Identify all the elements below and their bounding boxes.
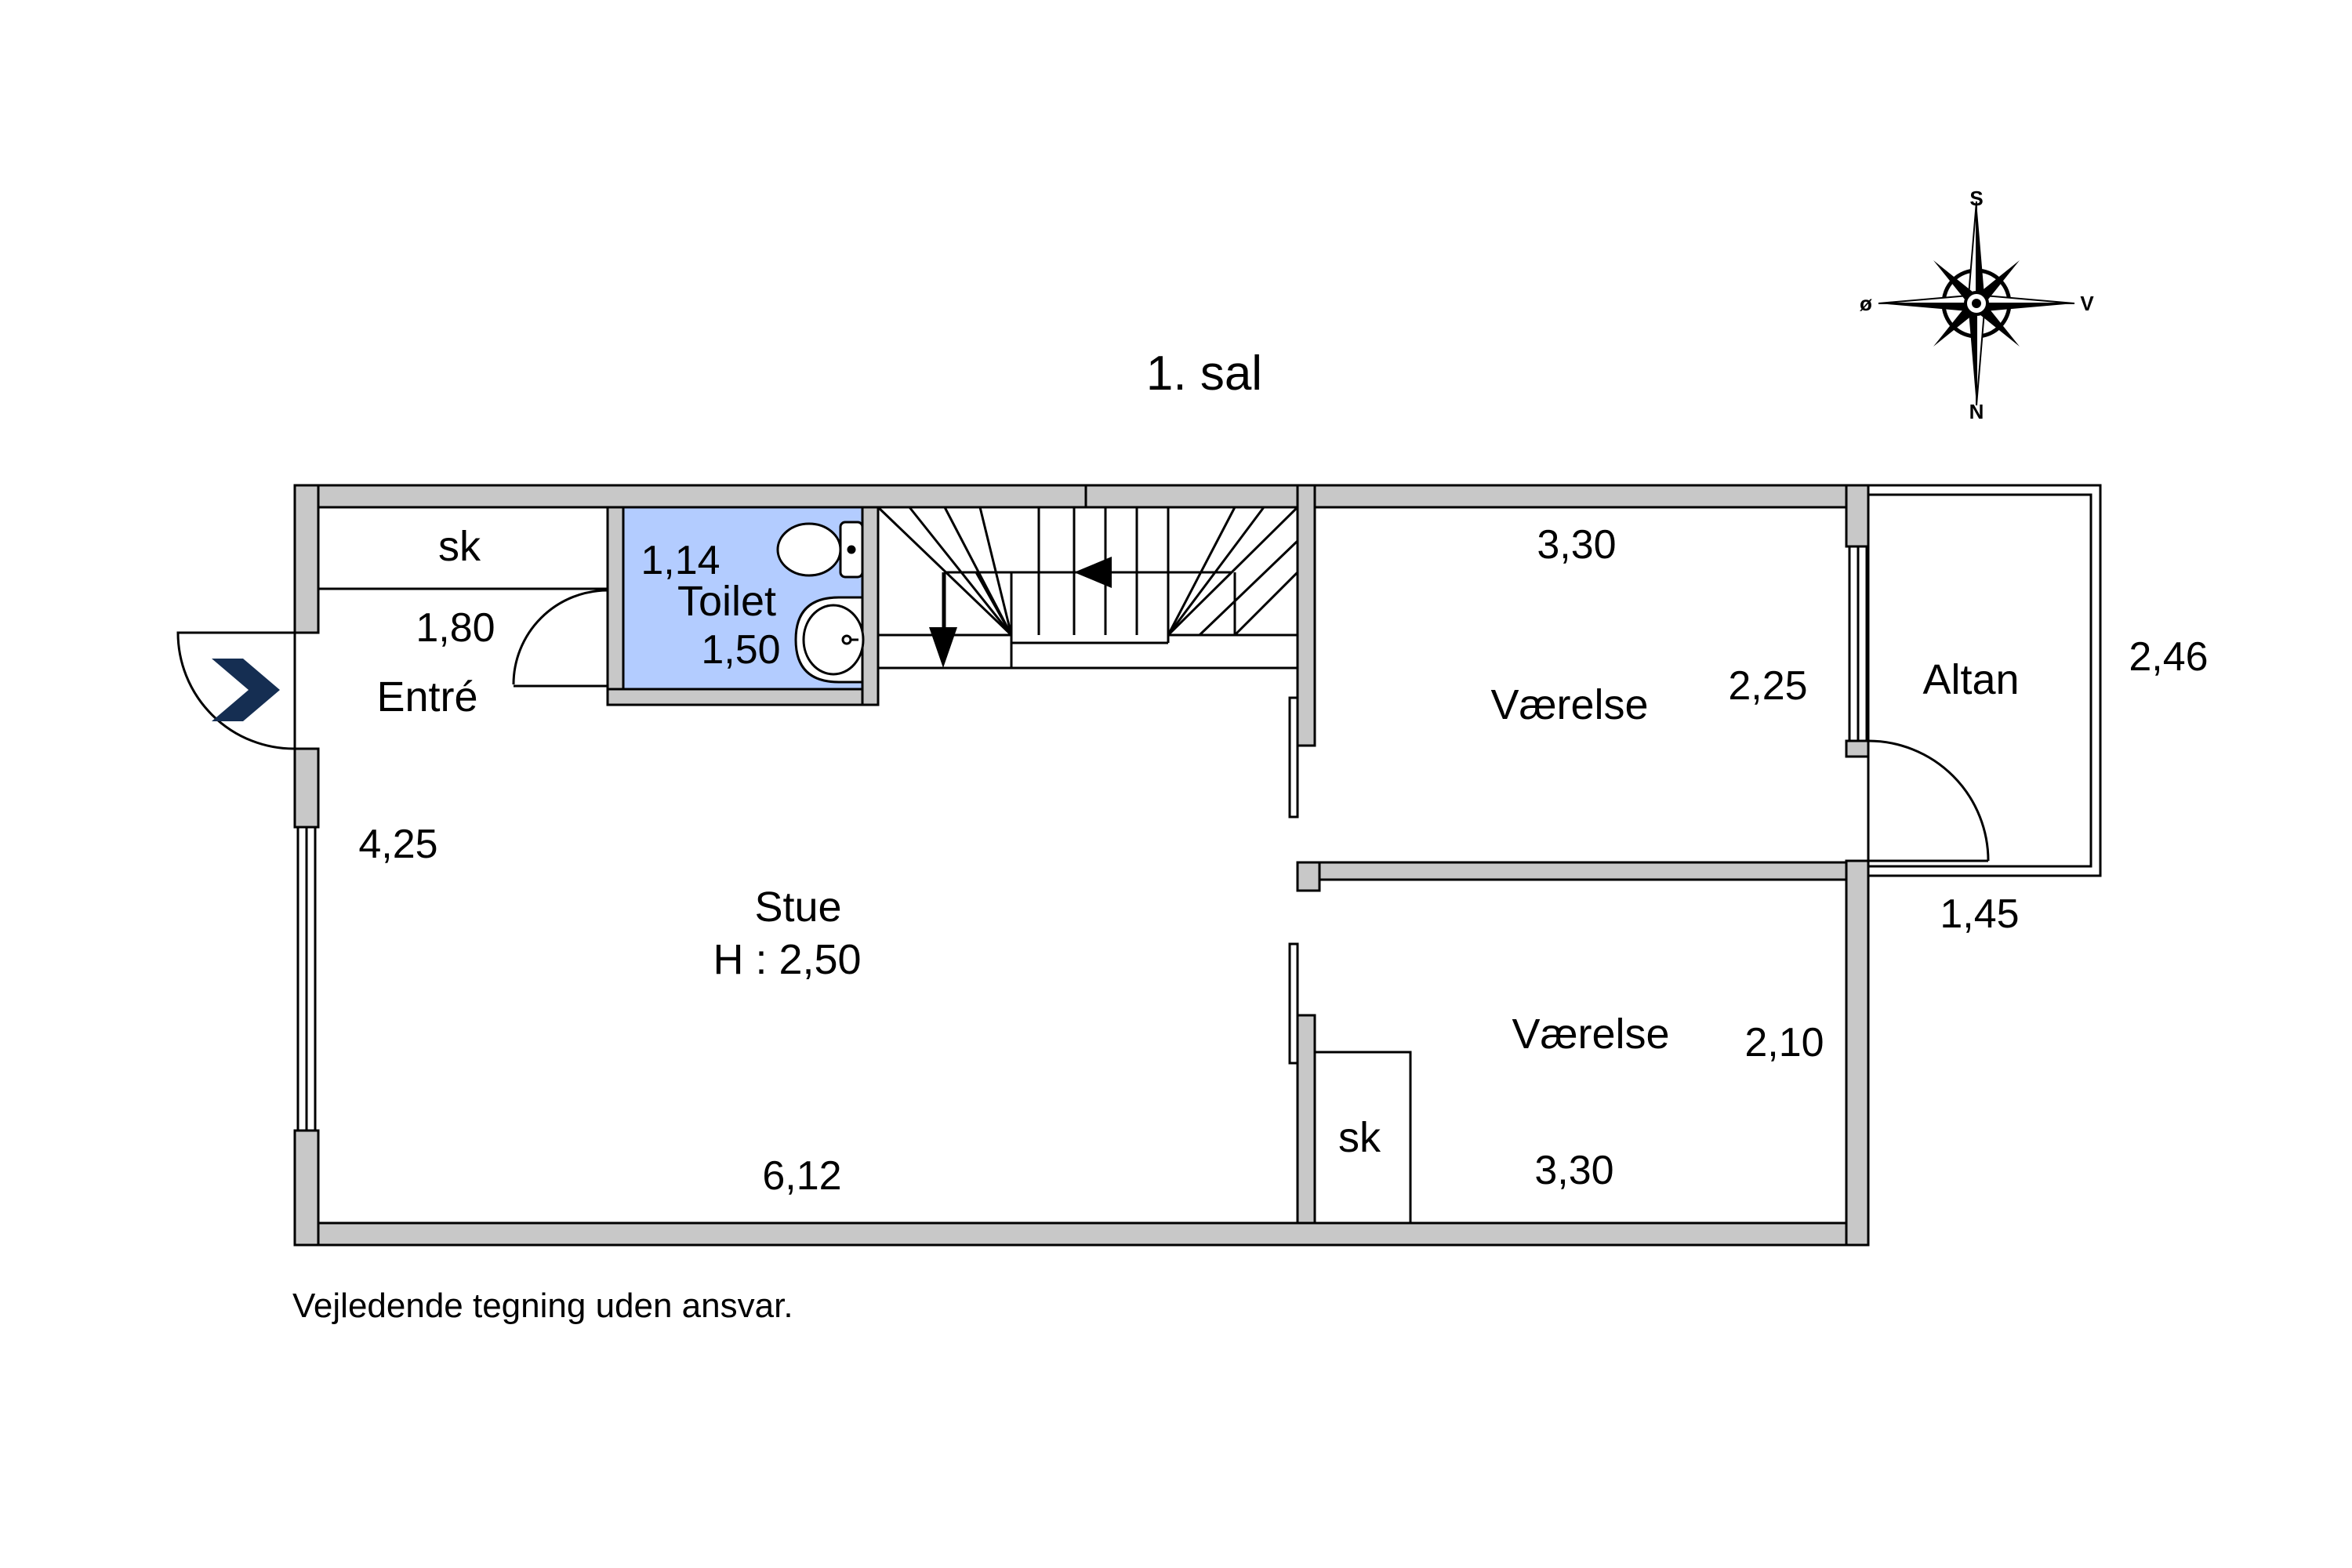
room-label-stue-height: H : 2,50: [713, 936, 861, 983]
lower-closet: [1313, 1051, 1412, 1225]
windows: [296, 545, 1868, 1132]
compass-icon: [1878, 201, 2075, 406]
room-label-stue: Stue: [754, 884, 841, 931]
floor-title: 1. sal: [1146, 347, 1262, 401]
dim-vaerelse-upper-depth: 2,25: [1728, 663, 1807, 709]
sliding-doors: [1288, 696, 1299, 1065]
wall-toilet-bottom: [606, 688, 880, 706]
room-label-vaerelse-lower: Værelse: [1512, 1011, 1669, 1058]
dim-stue-width: 6,12: [762, 1153, 841, 1199]
balcony: [1867, 484, 2102, 877]
balcony-door: [1867, 739, 1990, 862]
toilet-bowl-icon: [776, 521, 864, 579]
dim-altan-width: 1,45: [1940, 891, 2019, 937]
room-label-vaerelse-upper: Værelse: [1490, 681, 1648, 728]
dim-toilet-width: 1,14: [641, 538, 720, 583]
dim-vaerelse-upper-width: 3,30: [1537, 522, 1616, 568]
dim-altan-depth: 2,46: [2129, 634, 2208, 680]
dim-vaerelse-lower-depth: 2,10: [1744, 1020, 1824, 1065]
room-label-altan: Altan: [1922, 656, 2019, 703]
wall-right-mid: [1845, 739, 1870, 758]
dim-toilet-length: 1,50: [701, 627, 780, 673]
wall-top: [293, 484, 1087, 509]
sink-icon: [794, 596, 865, 684]
wall-toilet-left: [606, 506, 625, 706]
dim-vaerelse-lower-width: 3,30: [1534, 1148, 1613, 1193]
compass-label-right: V: [2080, 292, 2094, 315]
stair-arrow-left-icon: [1074, 557, 1112, 588]
entry-closet: [317, 506, 609, 590]
wall-stair-divider: [1296, 484, 1316, 747]
wall-left-upper: [293, 484, 320, 634]
wall-right-upper: [1845, 484, 1870, 548]
wall-left-lower: [293, 1129, 320, 1247]
wall-rooms-divider: [1296, 861, 1848, 881]
wall-top-right: [1084, 484, 1870, 509]
wall-bottom: [293, 1221, 1870, 1247]
stair-arrow-down-icon: [929, 627, 957, 668]
wall-stub: [1296, 861, 1321, 892]
wall-left-mid: [293, 747, 320, 829]
dim-entre-length: 4,25: [358, 822, 437, 867]
room-label-closet-lower: sk: [1338, 1114, 1381, 1161]
walls: [293, 484, 1870, 1247]
compass-label-left: ø: [1860, 292, 1872, 315]
dim-entre-width: 1,80: [416, 605, 495, 651]
wall-right-lower: [1845, 859, 1870, 1247]
compass-label-top: S: [1969, 187, 1983, 210]
room-label-entry-closet: sk: [438, 523, 481, 570]
wall-toilet-right: [861, 506, 880, 706]
toilet-door: [512, 589, 608, 688]
room-label-toilet: Toilet: [677, 578, 776, 625]
room-label-entre: Entré: [376, 673, 477, 720]
wall-lower-room-left: [1296, 1014, 1316, 1225]
entry-arrow-icon: [212, 659, 280, 721]
compass-label-bottom: N: [1969, 400, 1984, 423]
disclaimer: Vejledende tegning uden ansvar.: [292, 1287, 793, 1325]
